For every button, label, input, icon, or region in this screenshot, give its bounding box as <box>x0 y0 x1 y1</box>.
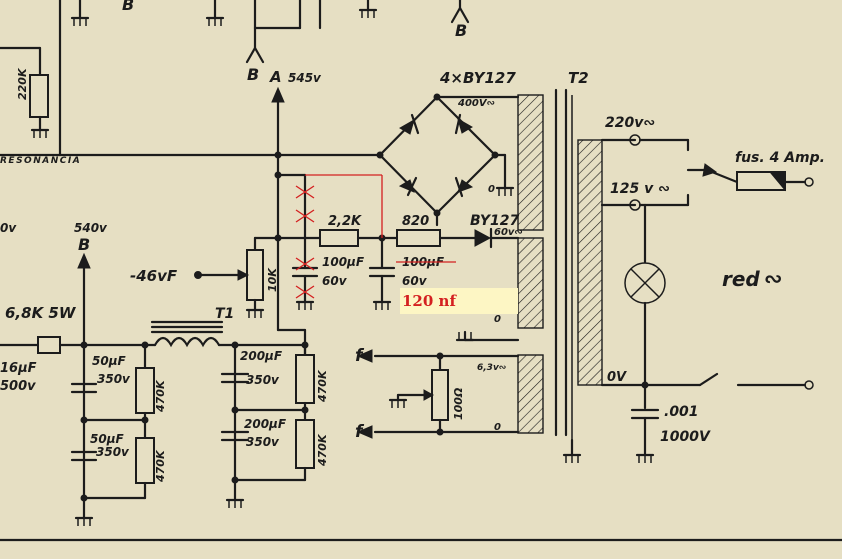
label-220k: 220K <box>16 67 29 100</box>
label-bridge-diodes: 4×BY127 <box>439 69 516 87</box>
label-resonancia: RESONANCIA <box>0 156 81 166</box>
hv-filter <box>0 252 315 528</box>
label-res-2k2: 2,2K <box>328 214 362 229</box>
bridge-rectifier <box>378 93 520 227</box>
label-pot-10k: 10K <box>266 267 279 292</box>
label-choke-t1: T1 <box>215 306 234 322</box>
label-cap-50uf-2: 50μF <box>90 432 125 446</box>
label-cap-16uf-voltage: 500v <box>0 379 36 394</box>
label-pot-100: 100Ω <box>452 388 465 420</box>
label-fuse: fus. 4 Amp. <box>735 150 825 166</box>
label-red-mains: red <box>722 267 760 291</box>
label-cap-50uf-2-voltage: 350v <box>96 445 130 459</box>
label-cap-200uf-1-voltage: 350v <box>246 373 280 387</box>
label-cap1-voltage: 60v <box>322 274 348 288</box>
annotation-highlight <box>400 288 518 314</box>
label-tap-125: 125 v ∾ <box>610 181 670 197</box>
label-node-540: 540v <box>74 221 108 235</box>
label-cap-001: .001 <box>664 404 699 420</box>
label-cap2-voltage: 60v <box>402 274 428 288</box>
label-zero-3: 0 <box>494 422 501 433</box>
label-transformer-t2: T2 <box>568 69 589 87</box>
red-edit-marks <box>295 174 456 299</box>
label-res-470k-2: 470K <box>154 449 167 483</box>
label-node-a-voltage: 545v <box>288 71 322 85</box>
label-heater-voltage: 6,3v∾ <box>477 363 507 373</box>
label-b-top-right: B <box>455 21 467 40</box>
label-cap1-value: 100μF <box>322 255 365 269</box>
label-cap-200uf-2: 200μF <box>244 417 287 431</box>
label-res-470k-3: 470K <box>316 369 329 403</box>
label-tap-0v: 0V <box>607 370 627 385</box>
label-cap-50uf-1: 50μF <box>92 354 127 368</box>
label-b-top-mid: B <box>247 65 259 84</box>
label-node-b: B <box>78 235 90 254</box>
label-zero-1: 0 <box>488 184 495 195</box>
label-bridge-voltage: 400V∾ <box>457 98 495 109</box>
mains-side <box>600 134 814 465</box>
label-bias-input: -46vF <box>130 267 178 285</box>
label-cap-16uf: 16μF <box>0 361 37 376</box>
bias-supply <box>194 227 520 320</box>
label-zero-2: 0 <box>494 314 501 325</box>
annotation-120nf: 120 nf <box>402 292 457 310</box>
label-res-470k-4: 470K <box>316 433 329 467</box>
label-red-mains-symbol: ∾ <box>764 267 782 292</box>
label-heater-f2: f <box>355 422 365 442</box>
label-b-top-left: B <box>122 0 134 14</box>
label-diode-by127: BY127 <box>470 213 520 229</box>
node-a-rail <box>271 86 384 357</box>
label-cap-001-voltage: 1000V <box>660 429 711 445</box>
label-left-edge-voltage: 0v <box>0 221 17 235</box>
label-cap-200uf-1: 200μF <box>240 349 283 363</box>
label-res-820: 820 <box>402 214 429 229</box>
heater-circuit <box>356 330 520 439</box>
transformer-t2 <box>517 88 603 465</box>
label-tap-220: 220v∾ <box>605 115 655 131</box>
label-res-6k8: 6,8K 5W <box>5 304 77 322</box>
top-fragments <box>0 0 470 157</box>
label-heater-f1: f <box>355 346 365 366</box>
label-cap-50uf-1-voltage: 350v <box>97 372 131 386</box>
label-cap-200uf-2-voltage: 350v <box>246 435 280 449</box>
label-node-a: A <box>269 68 282 86</box>
label-res-470k-1: 470K <box>154 379 167 413</box>
label-winding-60v: 60v∾ <box>494 227 523 238</box>
